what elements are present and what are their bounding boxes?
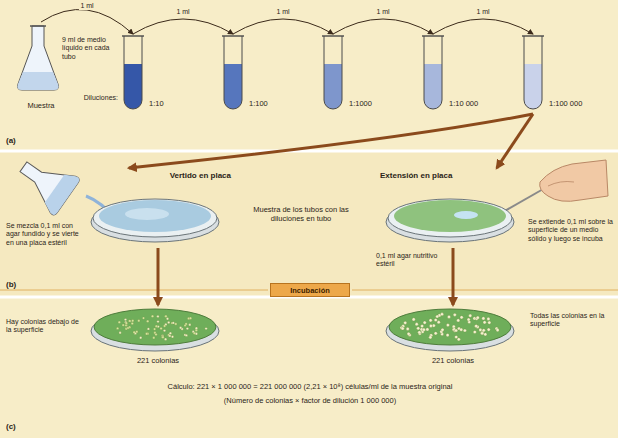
node-label: 221 colonias bbox=[85, 356, 231, 365]
node-label: Extensión en placa bbox=[380, 168, 526, 180]
panel-c bbox=[0, 298, 618, 438]
panel-letter: (c) bbox=[6, 422, 30, 432]
process-arrow bbox=[129, 114, 533, 168]
dilution-label: 1:100 000 bbox=[546, 99, 582, 114]
transfer-arrow bbox=[333, 19, 433, 34]
calculation-text: Cálculo: 221 × 1 000 000 = 221 000 000 (… bbox=[40, 382, 580, 391]
dish-shape bbox=[380, 190, 520, 246]
note-label: 0,1 ml agar nutritivo estéril bbox=[376, 252, 442, 269]
process-arrow bbox=[157, 248, 160, 305]
incubation-line bbox=[0, 290, 268, 291]
edge-label: 1 ml bbox=[375, 8, 390, 16]
edge-label: 1 ml bbox=[79, 2, 94, 10]
edge-label: 1 ml bbox=[275, 8, 290, 16]
transfer-arrow bbox=[233, 19, 333, 34]
note-label: Se mezcla 0,1 ml con agar fundido y se v… bbox=[6, 222, 84, 247]
dilution-label: 1:1000 bbox=[346, 99, 372, 114]
node-label: Muestra bbox=[12, 101, 70, 110]
panel-letter: (a) bbox=[6, 136, 30, 146]
node-label: Vertido en placa bbox=[85, 168, 231, 180]
dilution-tube: 1:10 000 bbox=[420, 34, 478, 114]
panel-divider bbox=[0, 150, 618, 153]
edge-label: 1 ml bbox=[475, 8, 490, 16]
edge-label: 1 ml bbox=[175, 8, 190, 16]
dilution-tube: 1:1000 bbox=[320, 34, 372, 114]
flask-shape bbox=[12, 22, 64, 92]
dilution-label: 1:100 bbox=[246, 99, 268, 114]
note-label: Hay colonias debajo de la superficie bbox=[6, 318, 82, 335]
sample-flask: Muestra bbox=[12, 22, 70, 110]
calculation-text: (Número de colonias × factor de dilución… bbox=[40, 396, 580, 405]
dilution-tube: 1:100 000 bbox=[520, 34, 582, 114]
tube-shape bbox=[320, 34, 346, 114]
tube-shape bbox=[420, 34, 446, 114]
pour-plate: Vertido en placa bbox=[85, 168, 231, 248]
note-label: Muestra de los tubos con las diluciones … bbox=[245, 205, 357, 223]
node-label: 221 colonias bbox=[380, 356, 526, 365]
process-arrow bbox=[497, 114, 533, 168]
result-plate: 221 colonias bbox=[380, 305, 526, 367]
note-label: Diluciones: bbox=[66, 94, 118, 102]
panel-b bbox=[0, 152, 618, 296]
dilution-tube: 1:100 bbox=[220, 34, 268, 114]
result-shape bbox=[85, 305, 225, 353]
tube-shape bbox=[120, 34, 146, 114]
process-arrow bbox=[452, 248, 455, 305]
tube-shape bbox=[520, 34, 546, 114]
note-label: Todas las colonias en la superficie bbox=[530, 312, 612, 329]
panel-letter: (b) bbox=[6, 280, 30, 290]
dilution-label: 1:10 bbox=[146, 99, 164, 114]
incubation-band: Incubación bbox=[270, 283, 350, 297]
spread-plate: Extensión en placa bbox=[380, 168, 526, 248]
pouring-flask bbox=[11, 148, 81, 216]
transfer-arrow bbox=[433, 19, 533, 34]
incubation-line bbox=[352, 290, 618, 291]
dilution-label: 1:10 000 bbox=[446, 99, 478, 114]
note-label: Se extiende 0,1 ml sobre la superficie d… bbox=[528, 218, 614, 243]
transfer-arrow bbox=[133, 19, 233, 34]
note-label: 9 ml de medio líquido en cada tubo bbox=[62, 36, 118, 61]
result-plate: 221 colonias bbox=[85, 305, 231, 367]
dilution-tube: 1:10 bbox=[120, 34, 164, 114]
transfer-arrow bbox=[41, 10, 133, 35]
result-shape bbox=[380, 305, 520, 353]
node-label: Incubación bbox=[284, 286, 336, 295]
dish-shape bbox=[85, 190, 225, 246]
tube-shape bbox=[220, 34, 246, 114]
